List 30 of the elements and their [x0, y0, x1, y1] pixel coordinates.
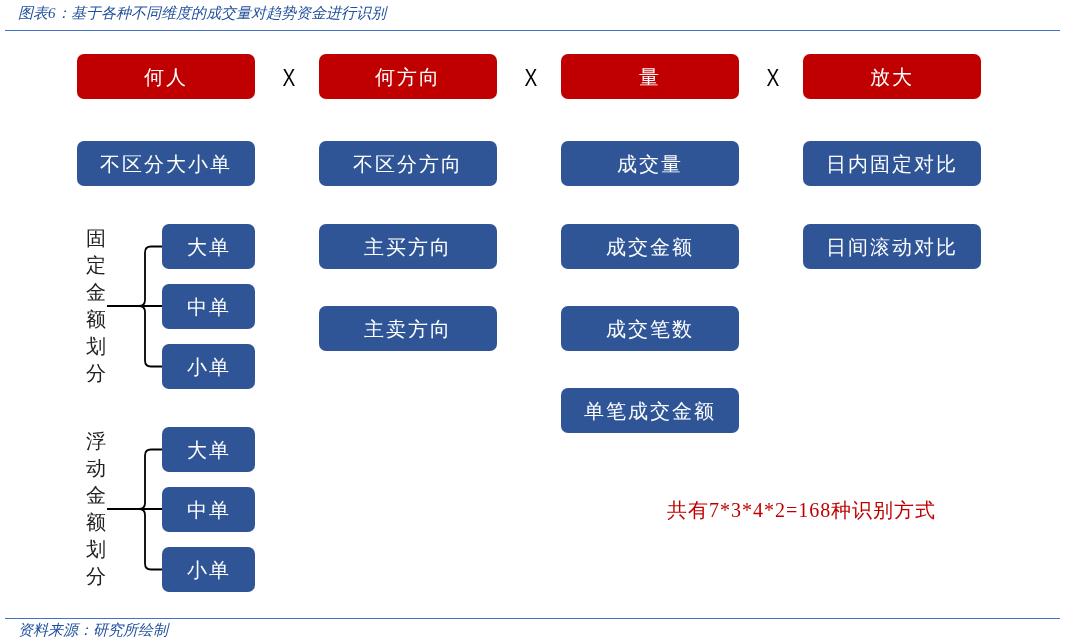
option-card: 不区分大小单 [77, 141, 255, 186]
multiply-sign: X [766, 66, 780, 90]
category-header: 何方向 [319, 54, 497, 99]
option-card: 日间滚动对比 [803, 224, 981, 269]
option-card: 成交笔数 [561, 306, 739, 351]
multiply-sign: X [282, 66, 296, 90]
bracket-connector [106, 305, 163, 368]
option-card: 日内固定对比 [803, 141, 981, 186]
option-card: 主卖方向 [319, 306, 497, 351]
option-card: 中单 [162, 284, 255, 329]
option-card: 主买方向 [319, 224, 497, 269]
option-card: 小单 [162, 344, 255, 389]
total-note: 共有7*3*4*2=168种识别方式 [667, 499, 937, 521]
bracket-connector [106, 508, 163, 571]
group-label: 固定金额划分 [86, 225, 106, 387]
category-header: 量 [561, 54, 739, 99]
category-header: 何人 [77, 54, 255, 99]
option-card: 大单 [162, 427, 255, 472]
category-header: 放大 [803, 54, 981, 99]
group-label: 浮动金额划分 [86, 428, 106, 590]
multiply-sign: X [524, 66, 538, 90]
option-card: 大单 [162, 224, 255, 269]
option-card: 不区分方向 [319, 141, 497, 186]
figure-title: 图表6：基于各种不同维度的成交量对趋势资金进行识别 [18, 5, 386, 22]
option-card: 成交量 [561, 141, 739, 186]
source-note: 资料来源：研究所绘制 [18, 622, 168, 639]
option-card: 单笔成交金额 [561, 388, 739, 433]
option-card: 小单 [162, 547, 255, 592]
option-card: 中单 [162, 487, 255, 532]
option-card: 成交金额 [561, 224, 739, 269]
